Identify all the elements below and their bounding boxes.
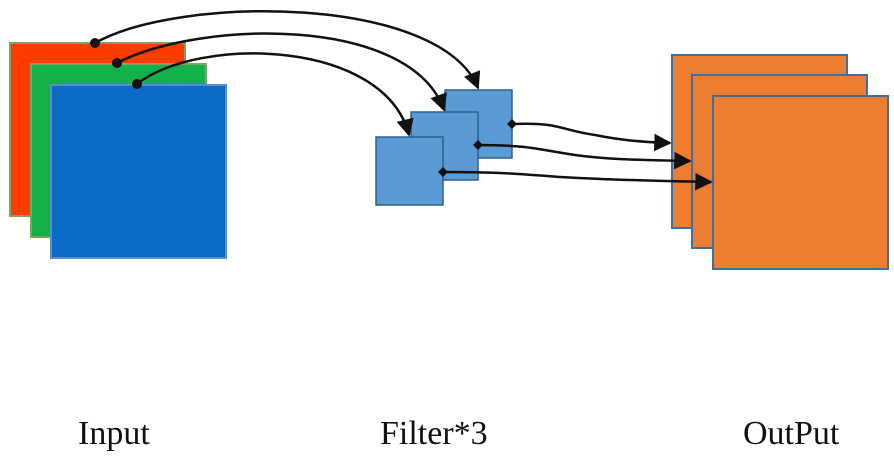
input-arrow-dots [90,38,142,89]
input-channel-blue [50,84,227,259]
arrow-filter-to-output-back [511,122,672,152]
arrow-green-to-filter [116,32,447,112]
arrow-origin-dot-red [90,38,100,48]
input-to-filter-arrows [94,10,481,137]
output-stack [671,54,889,270]
filter-stack [375,89,513,206]
arrow-origin-dot-blue [132,79,142,89]
input-stack [9,42,227,259]
arrow-origin-dot-green [112,58,122,68]
filter-square-front [375,136,444,206]
arrow-origin-diamond-middle [473,140,483,150]
filter-to-output-arrows [442,122,713,191]
output-map-front [712,95,889,270]
output-label: OutPut [743,415,840,452]
input-label: Input [78,415,150,452]
filter-arrow-diamonds [438,119,517,177]
filter-label: Filter*3 [380,415,488,452]
arrow-filter-to-output-middle [477,143,692,170]
arrow-origin-diamond-back [507,119,517,129]
arrow-red-to-filter [94,10,481,90]
arrow-filter-to-output-front [442,170,713,191]
arrow-origin-diamond-front [438,167,448,177]
arrow-blue-to-filter [136,52,414,137]
